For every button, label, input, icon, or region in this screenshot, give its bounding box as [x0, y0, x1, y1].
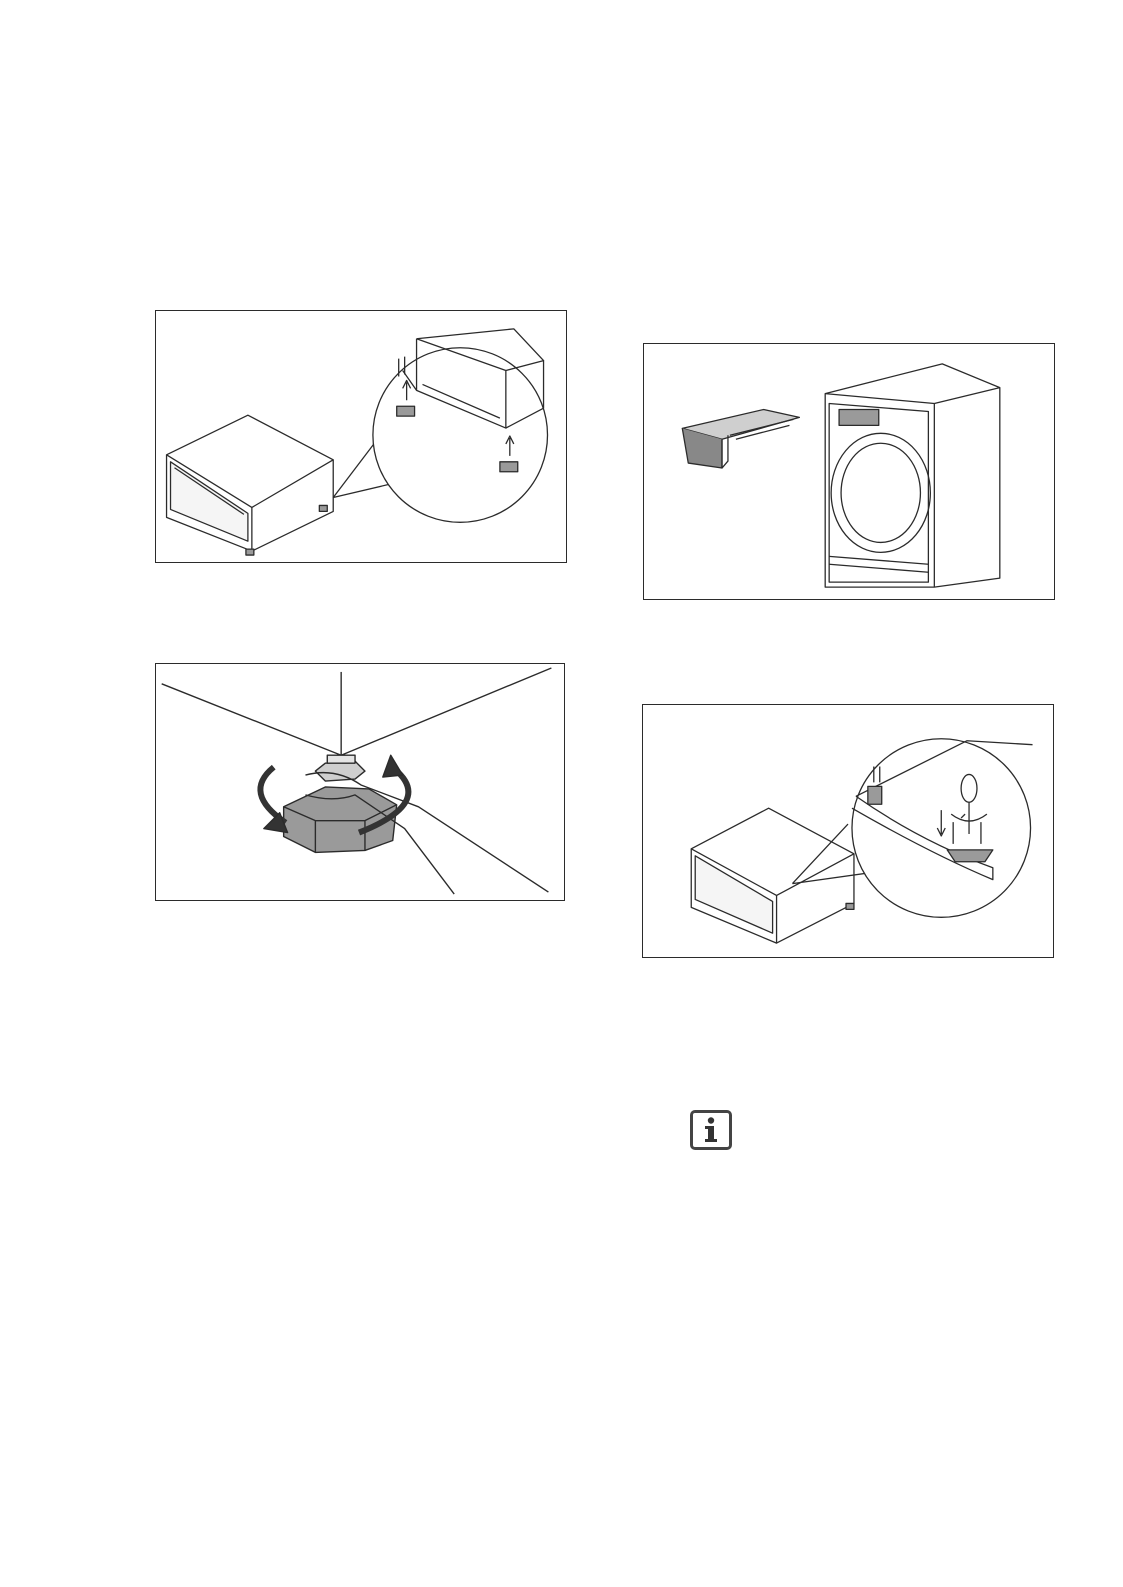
figure-drawer-dryer [643, 343, 1055, 600]
pedestal-feet-illustration [156, 311, 566, 562]
drawer-dryer-illustration [644, 344, 1054, 599]
figure-adjustable-foot [155, 663, 565, 901]
figure-pedestal-bracket [642, 704, 1054, 958]
info-glyph [693, 1113, 729, 1147]
info-icon [690, 1110, 732, 1150]
adjustable-foot-illustration [156, 664, 564, 900]
figure-pedestal-feet [155, 310, 567, 563]
pedestal-bracket-illustration [643, 705, 1053, 957]
